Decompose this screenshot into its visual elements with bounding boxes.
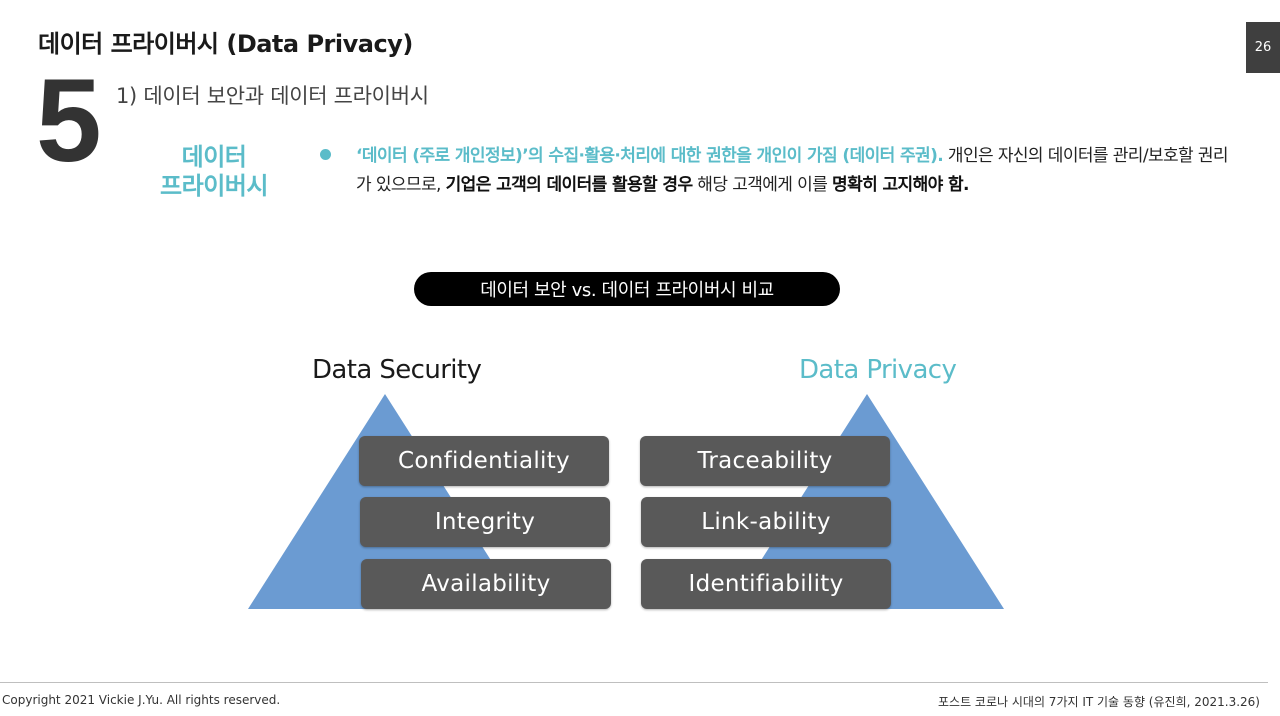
definition-text-part1: 개인은 자신의 데이터를 관리/보호할 권리가 있으므로,	[356, 146, 1229, 195]
page-number: 26	[1246, 22, 1280, 73]
definition-label: 데이터 프라이버시	[140, 143, 288, 201]
definition-label-line2: 프라이버시	[160, 172, 268, 200]
definition-text-part2: 해당 고객에게 이를	[692, 175, 833, 195]
privacy-item-identifiability: Identifiability	[641, 559, 891, 609]
definition-highlight: ‘데이터 (주로 개인정보)’의 수집·활용·처리에 대한 권한을 개인이 가짐…	[356, 146, 944, 166]
footer-copyright: Copyright 2021 Vickie J.Yu. All rights r…	[2, 693, 281, 707]
definition-label-line1: 데이터	[181, 143, 247, 171]
comparison-title-pill: 데이터 보안 vs. 데이터 프라이버시 비교	[414, 272, 840, 306]
privacy-item-traceability: Traceability	[640, 436, 890, 486]
bullet-dot-icon	[320, 149, 331, 160]
security-heading: Data Security	[312, 355, 482, 385]
slide-title: 데이터 프라이버시 (Data Privacy)	[38, 30, 413, 58]
security-item-confidentiality: Confidentiality	[359, 436, 609, 486]
privacy-item-linkability: Link-ability	[641, 497, 891, 547]
section-subtitle: 1) 데이터 보안과 데이터 프라이버시	[116, 84, 429, 108]
footer-source: 포스트 코로나 시대의 7가지 IT 기술 동향 (유진희, 2021.3.26…	[938, 695, 1260, 709]
section-number: 5	[36, 55, 102, 187]
definition-bold-part2: 명확히 고지해야 함.	[832, 175, 969, 195]
definition-text: ‘데이터 (주로 개인정보)’의 수집·활용·처리에 대한 권한을 개인이 가짐…	[356, 142, 1236, 200]
definition-bold-part1: 기업은 고객의 데이터를 활용할 경우	[445, 175, 693, 195]
privacy-heading: Data Privacy	[799, 355, 957, 385]
footer-divider	[0, 682, 1268, 683]
security-item-integrity: Integrity	[360, 497, 610, 547]
security-item-availability: Availability	[361, 559, 611, 609]
